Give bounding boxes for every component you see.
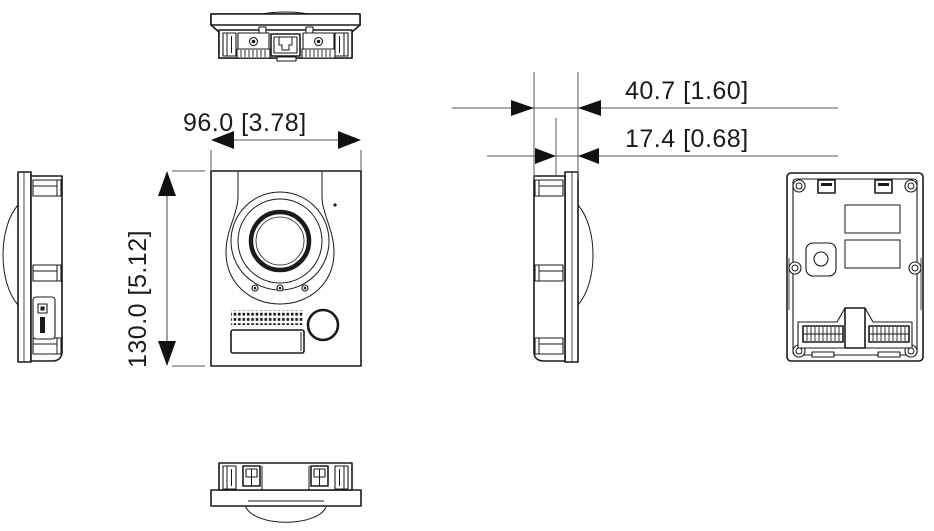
view-right-side bbox=[533, 171, 594, 363]
dimension-label-depth-total: 40.7 [1.60] bbox=[625, 77, 749, 105]
view-front bbox=[210, 170, 362, 367]
dimension-label-depth-body: 17.4 [0.68] bbox=[625, 125, 749, 153]
dimension-depth-body bbox=[487, 118, 838, 176]
view-rear bbox=[786, 172, 924, 362]
dimension-depth-total bbox=[452, 72, 838, 180]
dimension-height bbox=[158, 170, 205, 367]
view-top bbox=[210, 11, 361, 62]
view-bottom bbox=[210, 462, 362, 523]
view-left-side bbox=[2, 171, 63, 363]
dimension-label-height: 130.0 [5.12] bbox=[124, 230, 152, 368]
dimension-label-width: 96.0 [3.78] bbox=[183, 109, 307, 137]
dimension-width bbox=[210, 131, 362, 170]
